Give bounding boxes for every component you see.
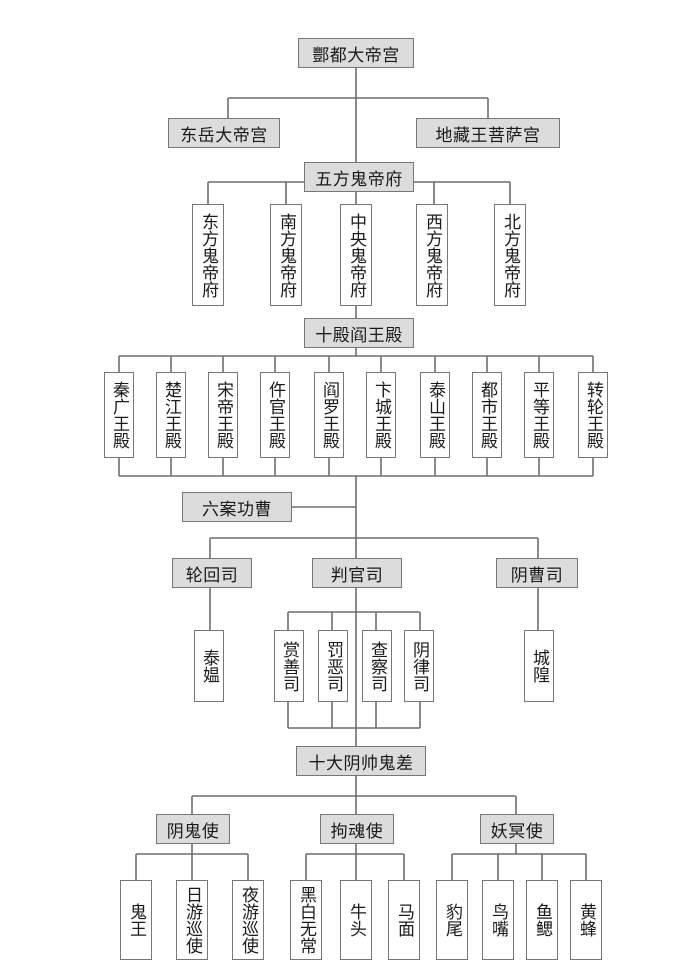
- node-east-peak: 东岳大帝宫: [168, 118, 280, 148]
- node-riyou: 日游巡使: [176, 880, 208, 960]
- node-five-ghost-west: 西方鬼帝府: [416, 204, 448, 306]
- node-chacha-si: 查察司: [362, 630, 392, 702]
- node-hall-9: 平等王殿: [524, 372, 554, 458]
- node-fae-si: 罚恶司: [318, 630, 348, 702]
- node-five-ghost-east: 东方鬼帝府: [192, 204, 224, 306]
- node-heibai-wuchang: 黑白无常: [290, 880, 322, 960]
- node-yusai: 鱼鳃: [526, 880, 558, 960]
- node-yinlu-si: 阴律司: [404, 630, 434, 702]
- node-yincao-si: 阴曹司: [496, 558, 578, 588]
- node-root: 酆都大帝宫: [298, 38, 414, 68]
- node-five-ghost-head: 五方鬼帝府: [304, 162, 414, 192]
- node-mamian: 马面: [388, 880, 420, 960]
- node-yeyou: 夜游巡使: [232, 880, 264, 960]
- node-shangshan-si: 赏善司: [274, 630, 304, 702]
- node-five-ghost-center: 中央鬼帝府: [340, 204, 372, 306]
- node-huangfeng: 黄蜂: [570, 880, 602, 960]
- node-chenghuang: 城隍: [524, 630, 554, 702]
- node-dizang: 地藏王菩萨宫: [416, 118, 560, 148]
- node-ten-marshals: 十大阴帅鬼差: [296, 746, 426, 776]
- node-yingui-shi: 阴鬼使: [156, 814, 230, 844]
- node-gouhun-shi: 拘魂使: [320, 814, 394, 844]
- node-lunhui-si: 轮回司: [172, 558, 252, 588]
- node-guiwang: 鬼王: [120, 880, 152, 960]
- node-hall-8: 都市王殿: [472, 372, 502, 458]
- node-hall-6: 卞城王殿: [366, 372, 396, 458]
- node-five-ghost-north: 北方鬼帝府: [494, 204, 526, 306]
- node-hall-7: 泰山王殿: [420, 372, 450, 458]
- node-hall-10: 转轮王殿: [578, 372, 608, 458]
- node-niutou: 牛头: [340, 880, 372, 960]
- node-niaozui: 鸟嘴: [482, 880, 514, 960]
- node-hall-4: 仵官王殿: [260, 372, 290, 458]
- node-hall-2: 楚江王殿: [156, 372, 186, 458]
- node-hall-5: 阎罗王殿: [314, 372, 344, 458]
- node-five-ghost-south: 南方鬼帝府: [270, 204, 302, 306]
- node-six-cases: 六案功曹: [182, 492, 292, 522]
- node-yaoming-shi: 妖冥使: [480, 814, 554, 844]
- node-baowei: 豹尾: [436, 880, 468, 960]
- node-hall-1: 秦广王殿: [104, 372, 134, 458]
- node-taiwen: 泰媪: [194, 630, 224, 702]
- node-panguan-si: 判官司: [312, 558, 402, 588]
- node-hall-3: 宋帝王殿: [208, 372, 238, 458]
- node-ten-halls-head: 十殿阎王殿: [304, 318, 414, 348]
